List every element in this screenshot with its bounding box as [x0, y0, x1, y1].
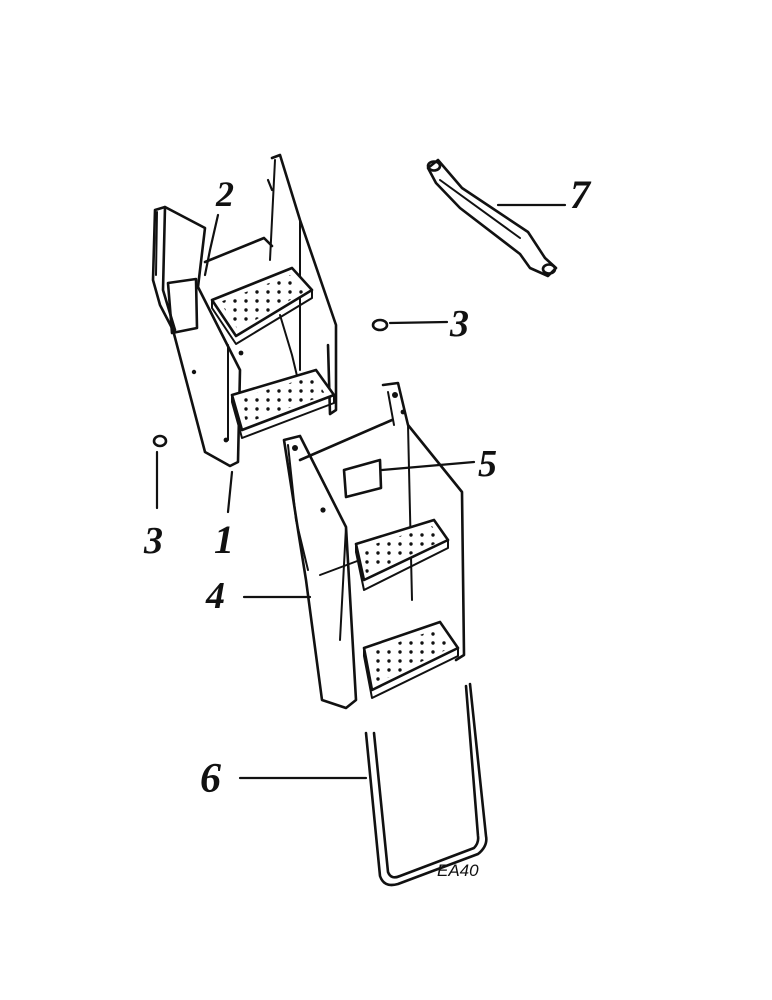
grab-handle: [426, 158, 558, 278]
callout-6: 6: [200, 756, 221, 802]
screw-right: [371, 318, 389, 332]
leader-1: [226, 470, 234, 514]
lower-step-assembly: [282, 381, 466, 710]
callout-3-right: 3: [449, 303, 469, 345]
callout-3-left: 3: [143, 520, 163, 562]
callout-2: 2: [215, 174, 234, 214]
name-plate: [342, 458, 383, 499]
u-bar-stirrup: [364, 682, 488, 887]
screw-left: [152, 434, 168, 448]
leader-3-right: [388, 320, 449, 325]
leader-5: [380, 460, 476, 472]
leader-lines: [155, 178, 567, 780]
callout-7: 7: [570, 172, 592, 217]
upper-step-assembly: [151, 153, 338, 468]
callout-1: 1: [214, 517, 234, 562]
callout-4: 4: [205, 575, 225, 617]
callout-5: 5: [478, 443, 497, 485]
leader-2: [203, 213, 220, 277]
drawing-code: EA40: [437, 861, 479, 880]
mounting-bracket: [166, 277, 199, 335]
